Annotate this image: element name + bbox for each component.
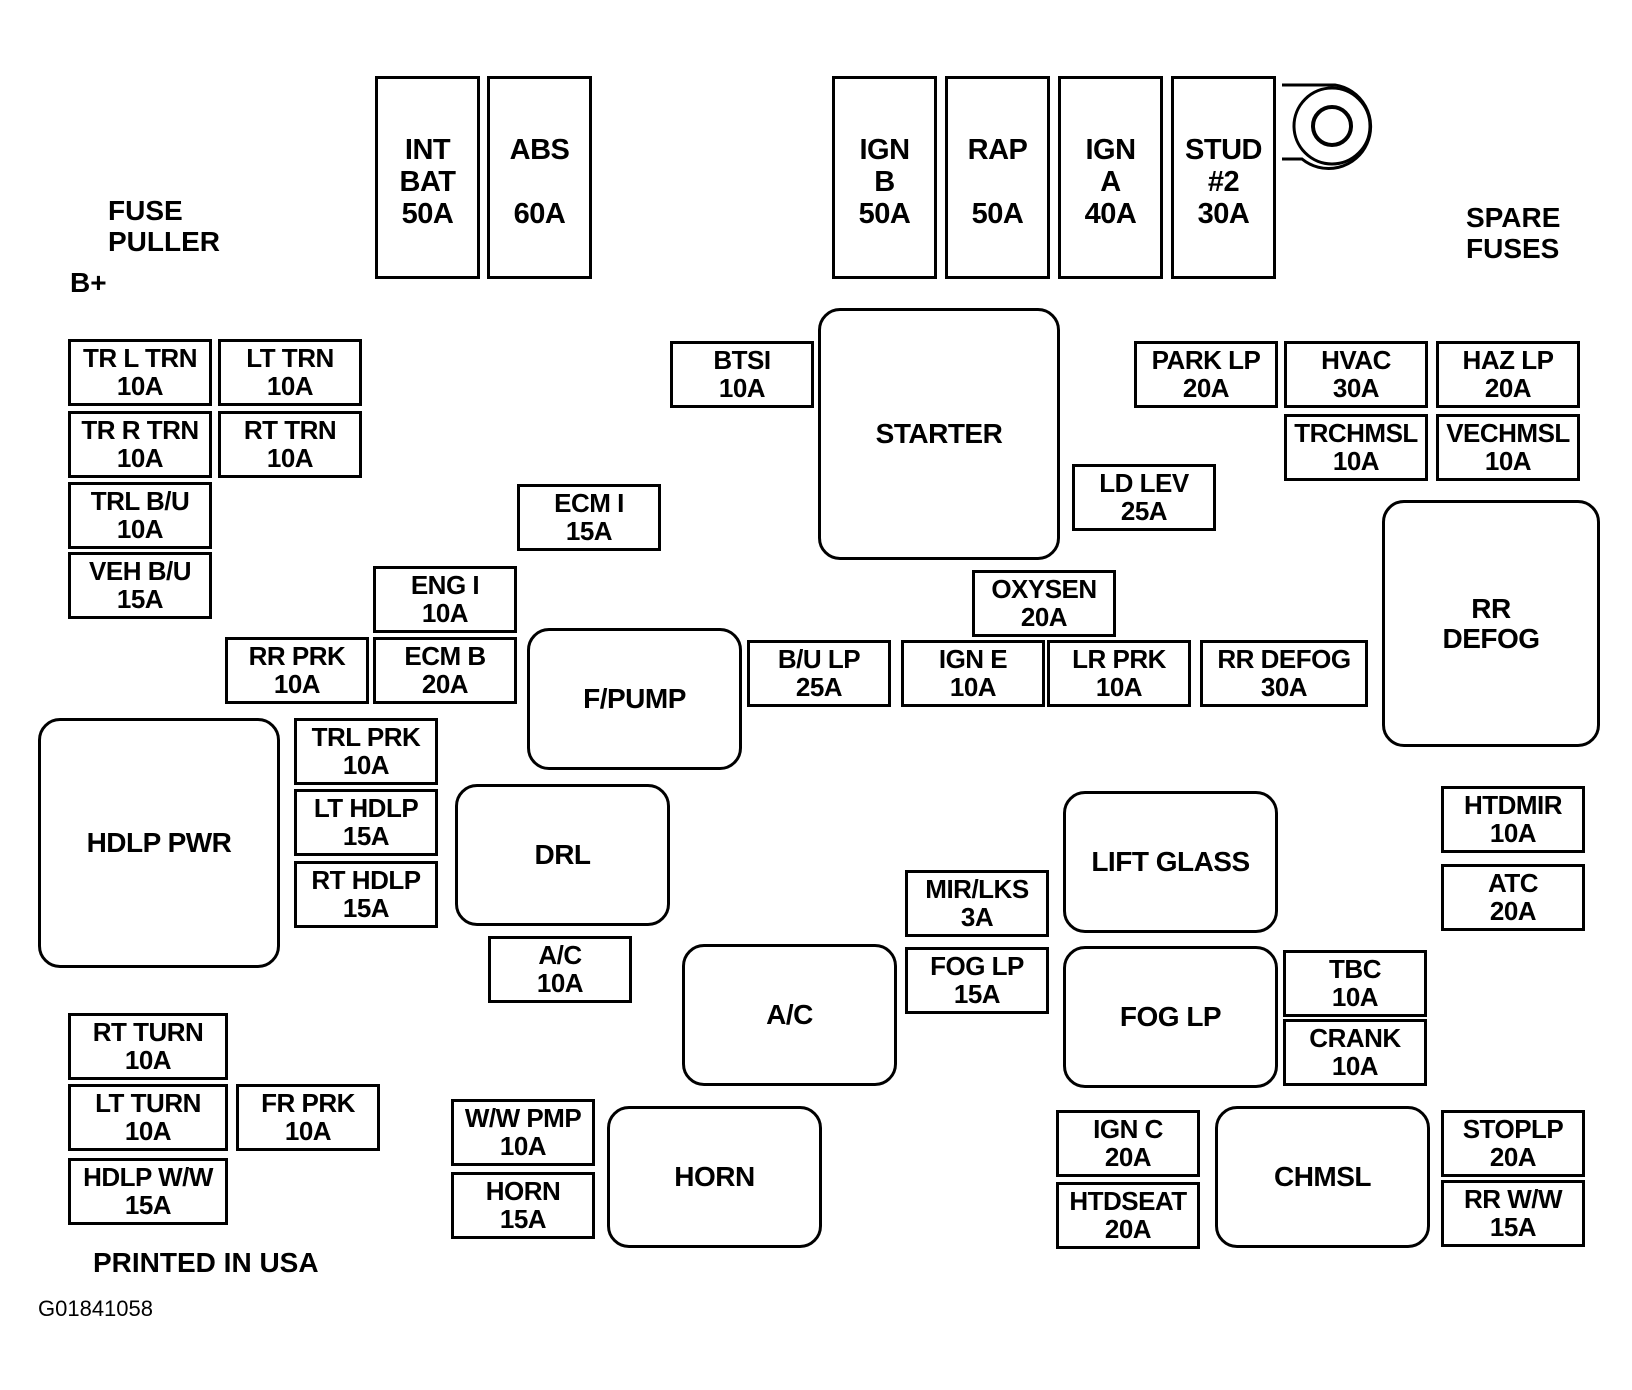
printed-in-usa-label: PRINTED IN USA [93,1247,319,1278]
relay-hdlp-pwr: HDLP PWR [38,718,280,968]
spare-fuses-label: SPARE FUSES [1466,202,1561,264]
relay-drl: DRL [455,784,670,926]
relay-f-pump: F/PUMP [527,628,742,770]
relay-lift-glass: LIFT GLASS [1063,791,1278,933]
maxi-fuse-abs: ABS 60A [487,76,592,279]
maxi-fuse-rap: RAP 50A [945,76,1050,279]
relay-starter: STARTER [818,308,1060,560]
b-plus-label: B+ [70,267,107,298]
relay-chmsl: CHMSL [1215,1106,1430,1248]
relay-horn: HORN [607,1106,822,1248]
figure-code: G01841058 [38,1296,153,1321]
fuse-puller-label: FUSE PULLER [108,195,220,257]
relay-fog-lp: FOG LP [1063,946,1278,1088]
relay-ac: A/C [682,944,897,1086]
